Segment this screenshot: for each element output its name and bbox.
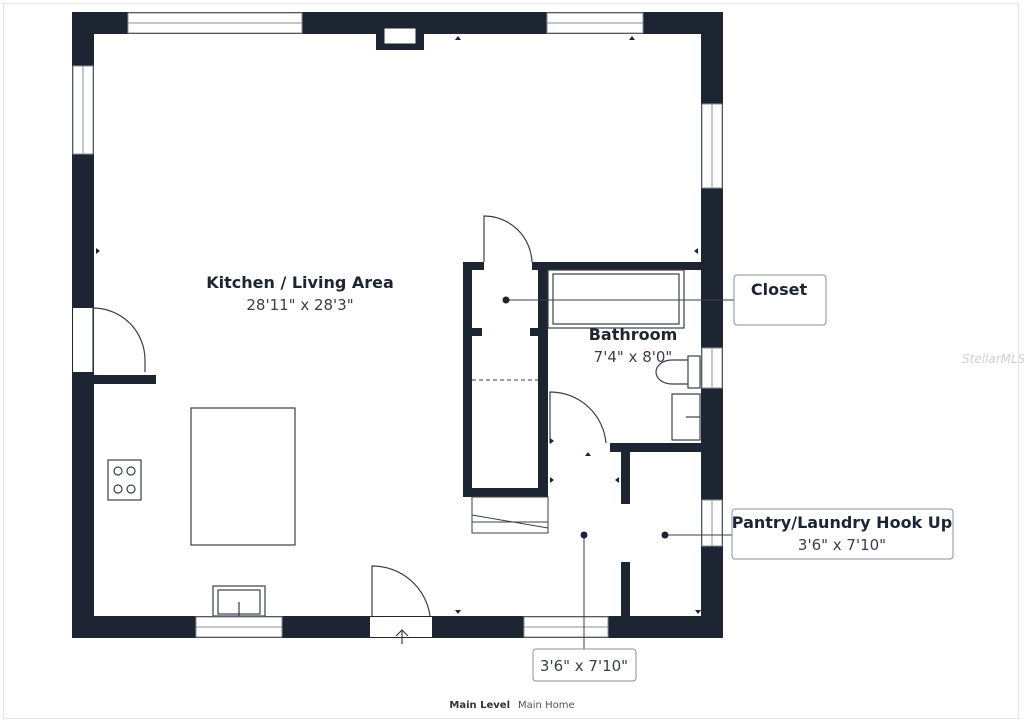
- bathroom-room-dims: 7'4" x 8'0": [594, 348, 673, 366]
- wall-pantry-lower: [621, 562, 630, 618]
- kitchen-room-name: Kitchen / Living Area: [206, 273, 394, 292]
- pantry-callout-name: Pantry/Laundry Hook Up: [732, 513, 952, 532]
- bathroom-room-name: Bathroom: [589, 325, 678, 344]
- door-bath-swing: [549, 391, 607, 444]
- footer-home: Main Home: [518, 700, 575, 711]
- kitchen-island: [190, 407, 296, 546]
- wall-closet-bottom: [463, 488, 548, 497]
- entry-arrow-icon: [395, 629, 409, 644]
- wall-center: [538, 262, 548, 497]
- watermark: StellarMLS: [962, 352, 1024, 366]
- kitchen-fixtures: [107, 407, 296, 617]
- closet-details: [471, 379, 549, 534]
- pantry-callout-box: [731, 508, 954, 560]
- pantry-dot: [661, 531, 669, 539]
- door-closet-swing: [483, 215, 533, 263]
- callout-boxes: [532, 274, 954, 682]
- wall-closet-left: [463, 262, 472, 497]
- door-swings: [92, 215, 607, 617]
- interior-walls: [86, 262, 707, 618]
- closet-callout-box: [733, 274, 827, 326]
- wall-closet-top-left: [463, 262, 484, 270]
- callout-leaders: [506, 299, 734, 652]
- door-left-swing: [92, 307, 146, 372]
- footer: Main Level Main Home: [0, 700, 1024, 711]
- wall-pantry-upper: [621, 452, 630, 504]
- page-frame: [3, 3, 1019, 719]
- bathroom-fixtures: [547, 269, 701, 441]
- wall-bath-bottom: [610, 443, 705, 452]
- hallway-dot: [580, 531, 588, 539]
- hallway-callout-dims: 3'6" x 7'10": [540, 657, 628, 675]
- kitchen-room-dims: 28'11" x 28'3": [246, 296, 353, 314]
- door-entry-swing: [371, 565, 431, 617]
- footer-level: Main Level: [449, 700, 511, 711]
- door-entry-opening: [370, 617, 432, 637]
- closet-dot: [502, 296, 510, 304]
- wall-bath-top: [532, 262, 707, 270]
- wall-openings: [72, 12, 723, 638]
- pantry-callout-dims: 3'6" x 7'10": [798, 536, 886, 554]
- closet-callout-name: Closet: [751, 280, 808, 299]
- hallway-callout-box: [532, 648, 637, 682]
- wall-left-stub: [86, 375, 156, 384]
- callout-dots: [502, 296, 669, 539]
- cooktop: [107, 459, 142, 501]
- wall-markers: [96, 36, 701, 614]
- door-left-opening: [73, 308, 93, 372]
